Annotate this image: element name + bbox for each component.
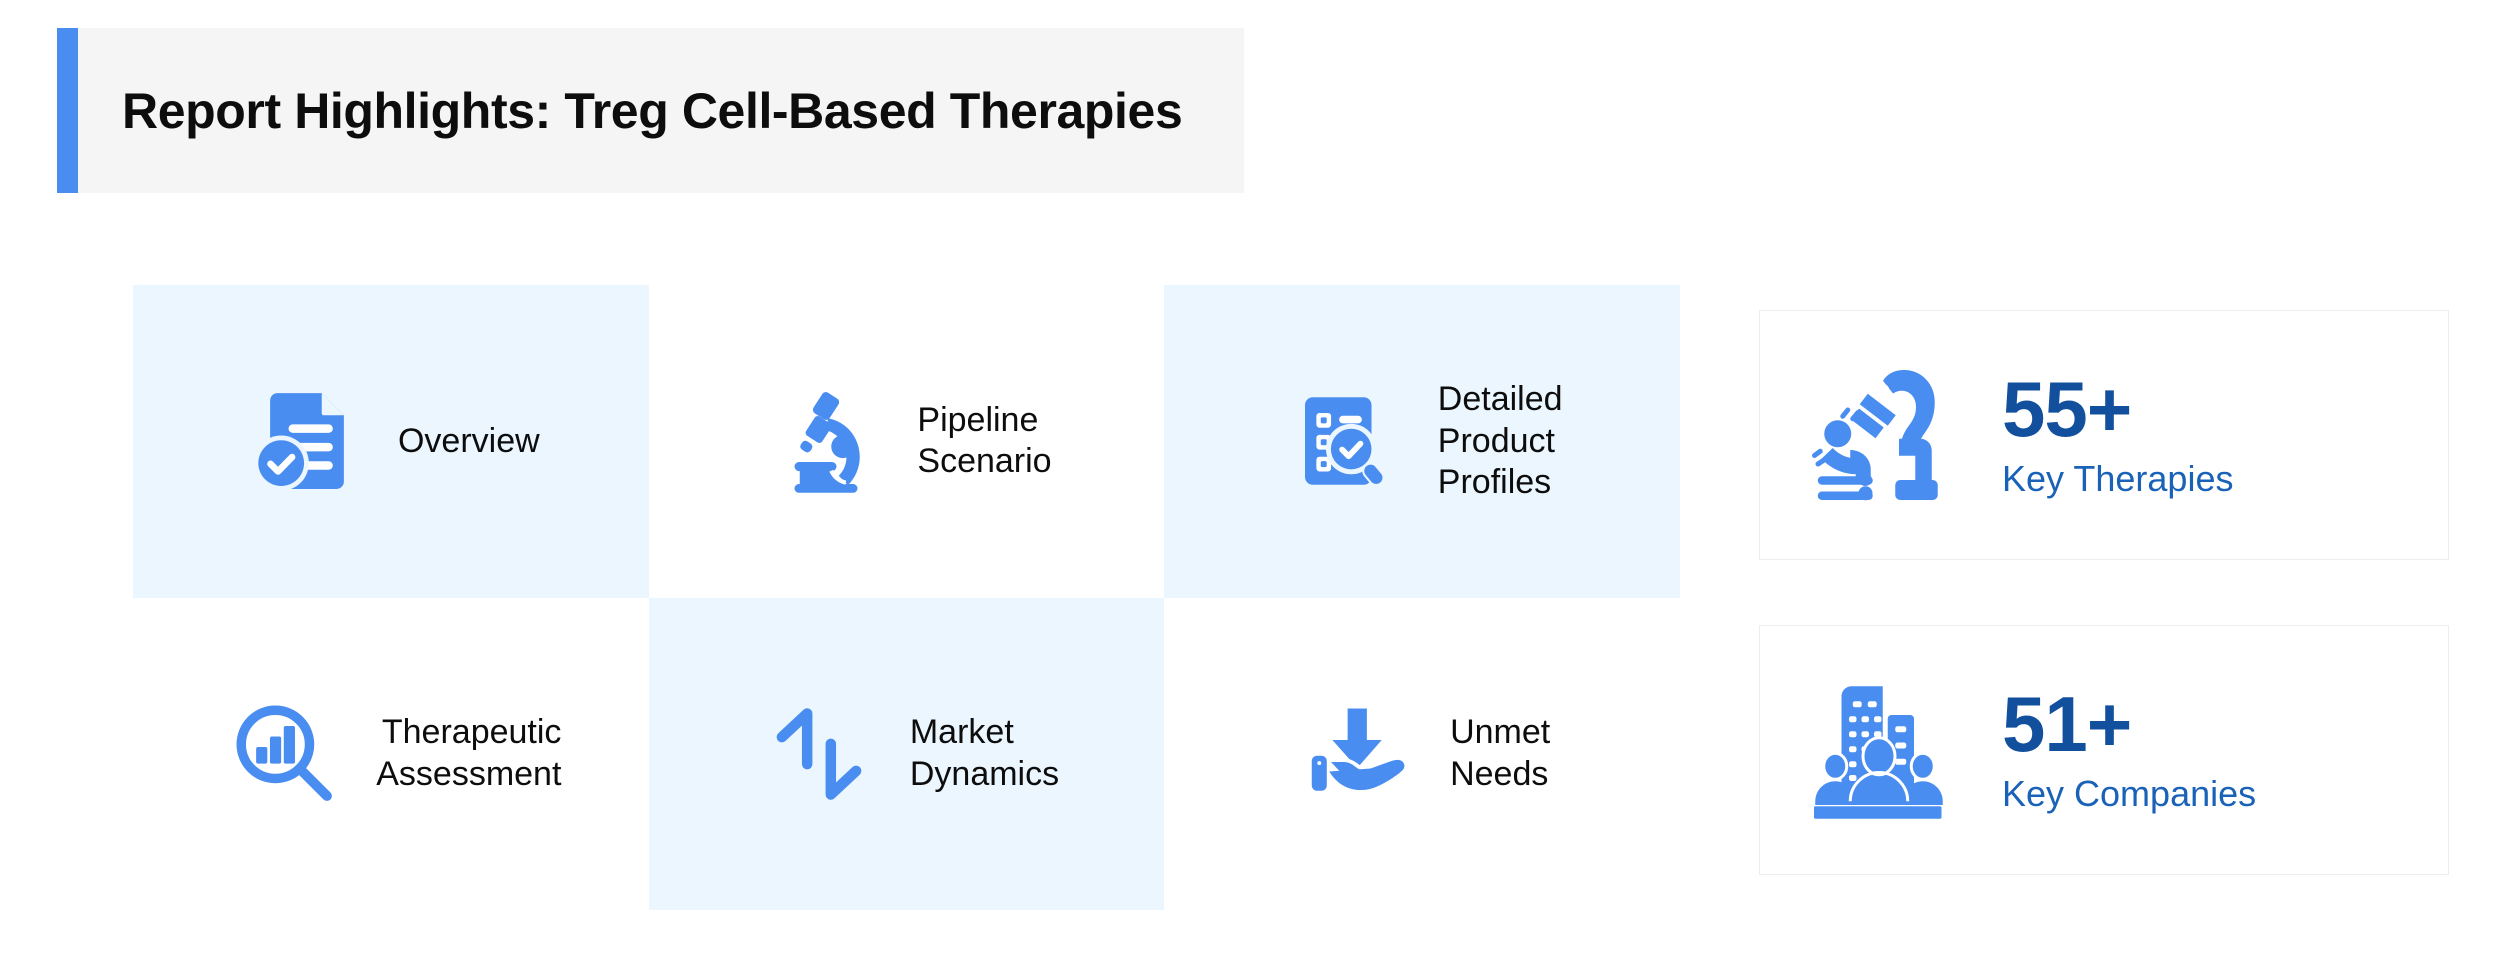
feature-grid: Overview (133, 285, 1680, 910)
feature-label: Overview (397, 421, 540, 460)
feature-cell-pipeline-scenario[interactable]: Pipeline Scenario (648, 285, 1165, 598)
scientist-microscope-icon (1804, 350, 1974, 520)
feature-label: Detailed Product Profiles (1437, 380, 1563, 501)
feature-cell-overview[interactable]: Overview (133, 285, 649, 598)
microscope-icon (761, 376, 891, 506)
up-down-arrows-icon (754, 689, 884, 819)
title-band (57, 28, 1244, 193)
feature-label: Unmet Needs (1450, 713, 1551, 793)
stat-text-group: 55+ Key Therapies (2002, 370, 2233, 499)
feature-cell-detailed-product-profiles[interactable]: Detailed Product Profiles (1164, 285, 1680, 598)
feature-cell-unmet-needs[interactable]: Unmet Needs (1164, 597, 1680, 910)
title-accent-bar (57, 28, 78, 193)
document-check-icon (242, 376, 372, 506)
clipboard-search-icon (1282, 376, 1412, 506)
chart-magnifier-icon (220, 689, 350, 819)
stat-value: 51+ (2002, 680, 2132, 769)
feature-cell-therapeutic-assessment[interactable]: Therapeutic Assessment (133, 597, 649, 910)
stat-card-key-companies[interactable]: 51+ Key Companies (1759, 625, 2449, 875)
stat-caption: Key Companies (2002, 773, 2257, 815)
stat-value: 55+ (2002, 365, 2132, 454)
stat-text-group: 51+ Key Companies (2002, 685, 2256, 814)
feature-label: Therapeutic Assessment (376, 713, 562, 793)
feature-label: Pipeline Scenario (917, 400, 1052, 481)
buildings-people-icon (1804, 665, 1974, 835)
feature-cell-market-dynamics[interactable]: Market Dynamics (648, 597, 1165, 910)
stat-caption: Key Therapies (2002, 458, 2234, 500)
stat-card-key-therapies[interactable]: 55+ Key Therapies (1759, 310, 2449, 560)
page-title: Report Highlights: Treg Cell-Based Thera… (122, 82, 1183, 139)
hand-arrow-down-icon (1294, 689, 1424, 819)
feature-label: Market Dynamics (909, 713, 1060, 793)
